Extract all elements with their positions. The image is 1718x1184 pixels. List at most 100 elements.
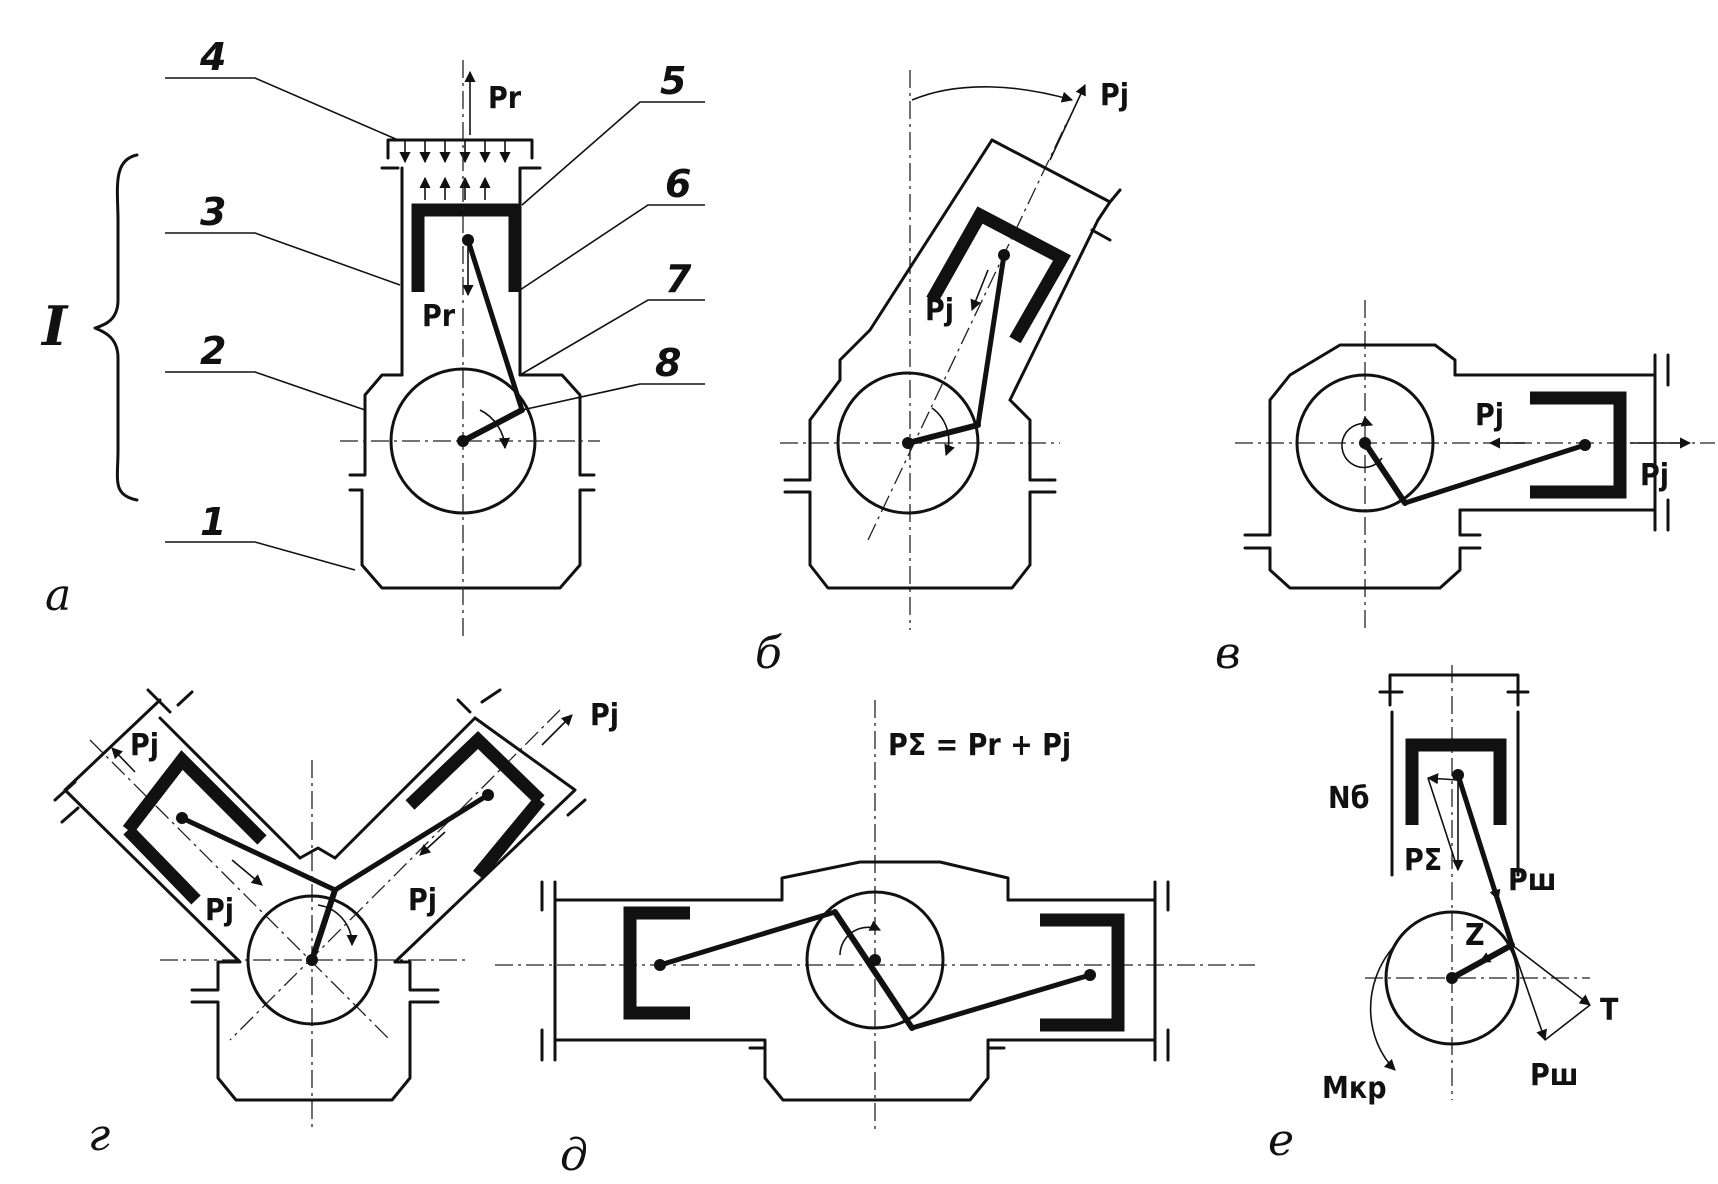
right-cylinder (333, 688, 587, 964)
force-gas-up-label: Pr (488, 81, 522, 116)
panel-v-horizontal-cylinder: Pj Pj в (1215, 300, 1715, 679)
force-rod-top-arrow (1461, 784, 1501, 902)
force-tangential-arrow (1511, 944, 1591, 1006)
callout-6: 6 (665, 162, 691, 206)
right-piston (1040, 913, 1125, 1032)
force-inertia-in-label: Pj (925, 293, 954, 328)
left-pin (654, 959, 666, 971)
piston-pin (462, 234, 474, 246)
right-piston (405, 730, 546, 880)
crank-center (457, 435, 469, 447)
rotation-arrow (839, 920, 882, 956)
force-rod-top-label: Pш (1508, 863, 1556, 898)
rotation-arrow (317, 904, 358, 947)
piston-pin (1579, 439, 1591, 451)
piston (1530, 391, 1627, 499)
force-inertia-left-label: Pj (1475, 398, 1504, 433)
tilt-angle-arc (911, 86, 1074, 103)
caption-b: б (755, 628, 782, 679)
panel-g-v-engine: Pj Pj Pj Pj г (53, 688, 619, 1161)
rotation-arrow (931, 407, 955, 457)
crank-circle (246, 894, 378, 1026)
force-normal-label: Nб (1328, 781, 1369, 816)
left-pin (176, 812, 188, 824)
force-right-out-arrow (541, 714, 573, 746)
caption-v: в (1215, 628, 1241, 679)
right-pin (1084, 969, 1096, 981)
cylinder-walls (868, 138, 1100, 402)
callout-2: 2 (200, 329, 226, 373)
callout-8: 8 (655, 341, 681, 385)
crank-center (1446, 972, 1458, 984)
left-rod (179, 815, 338, 893)
left-rod (657, 909, 838, 968)
force-parallelogram (1544, 1004, 1591, 1041)
force-radial-arrow (1479, 944, 1513, 963)
panel-b-tilted-cylinder: Pj Pj б (755, 70, 1129, 679)
crank-center (902, 437, 914, 449)
crank-arm (905, 422, 981, 446)
left-cylinder (53, 688, 302, 964)
rotation-arrow (1341, 416, 1383, 469)
group-label-roman: I (40, 294, 69, 358)
connecting-rod (465, 237, 525, 413)
cylinder-walls (1453, 373, 1657, 512)
caption-a: а (45, 570, 71, 621)
crankcase (1243, 343, 1482, 590)
force-left-out-arrow (111, 747, 136, 773)
force-left-out-label: Pj (130, 728, 159, 763)
connecting-rod (1402, 442, 1588, 506)
force-right-in-label: Pj (408, 883, 437, 918)
left-bank-axis (89, 739, 391, 1041)
right-rod (909, 972, 1093, 1031)
force-right-out-label: Pj (590, 698, 619, 733)
rotation-arrow (479, 409, 511, 450)
left-piston (122, 750, 267, 905)
force-right-in-arrow (419, 831, 446, 856)
torque-label: Mкр (1322, 1071, 1387, 1106)
force-normal-arrow (1426, 773, 1459, 785)
force-tangential-label: T (1600, 993, 1619, 1028)
crank-arm (460, 407, 525, 444)
left-piston (623, 906, 690, 1020)
callout-4: 4 (199, 35, 226, 79)
tilted-axis (867, 119, 1069, 541)
panel-a-single-cylinder: I Pr (40, 35, 705, 640)
crank-circle (805, 890, 945, 1030)
callout-5: 5 (660, 59, 686, 103)
right-pin (482, 789, 494, 801)
crank-arm (832, 909, 915, 1031)
panel-d-opposed-engine: PΣ = Pr + Pj д (495, 700, 1255, 1181)
force-rod-bottom-label: Pш (1530, 1058, 1578, 1093)
force-inertia-in-arrow (970, 269, 989, 312)
piston (1405, 738, 1507, 825)
caption-d: д (560, 1130, 588, 1181)
force-sum-label: PΣ (1404, 843, 1442, 878)
piston-pin (998, 249, 1010, 261)
crank-circle (1384, 910, 1520, 1046)
force-left-in-arrow (231, 859, 263, 886)
connecting-rod (975, 252, 1007, 428)
caption-e: е (1268, 1115, 1294, 1166)
force-left-in-label: Pj (205, 893, 234, 928)
force-inertia-right-label: Pj (1640, 458, 1669, 493)
crank-arm (309, 887, 338, 963)
force-inertia-out-label: Pj (1100, 78, 1129, 113)
gas-pressure-arrows (399, 140, 511, 200)
crankcase (348, 373, 596, 590)
crank-center (306, 954, 318, 966)
force-gas-down-label: Pr (422, 299, 456, 334)
crankcase (783, 328, 1057, 590)
crank-arm (1362, 440, 1408, 506)
force-sum-formula: PΣ = Pr + Pj (888, 728, 1071, 763)
bracket-brace (93, 153, 139, 502)
crankcase (190, 846, 440, 1102)
panel-e-force-decomposition: Nб PΣ Pш Z T Pш Mкр е (1268, 665, 1619, 1166)
cylinder (1378, 673, 1530, 877)
piston (926, 206, 1071, 344)
crank-circle (836, 371, 980, 515)
callout-7: 7 (665, 257, 692, 301)
cylinder-head (380, 138, 542, 170)
force-inertia-out-arrow (1049, 83, 1086, 161)
